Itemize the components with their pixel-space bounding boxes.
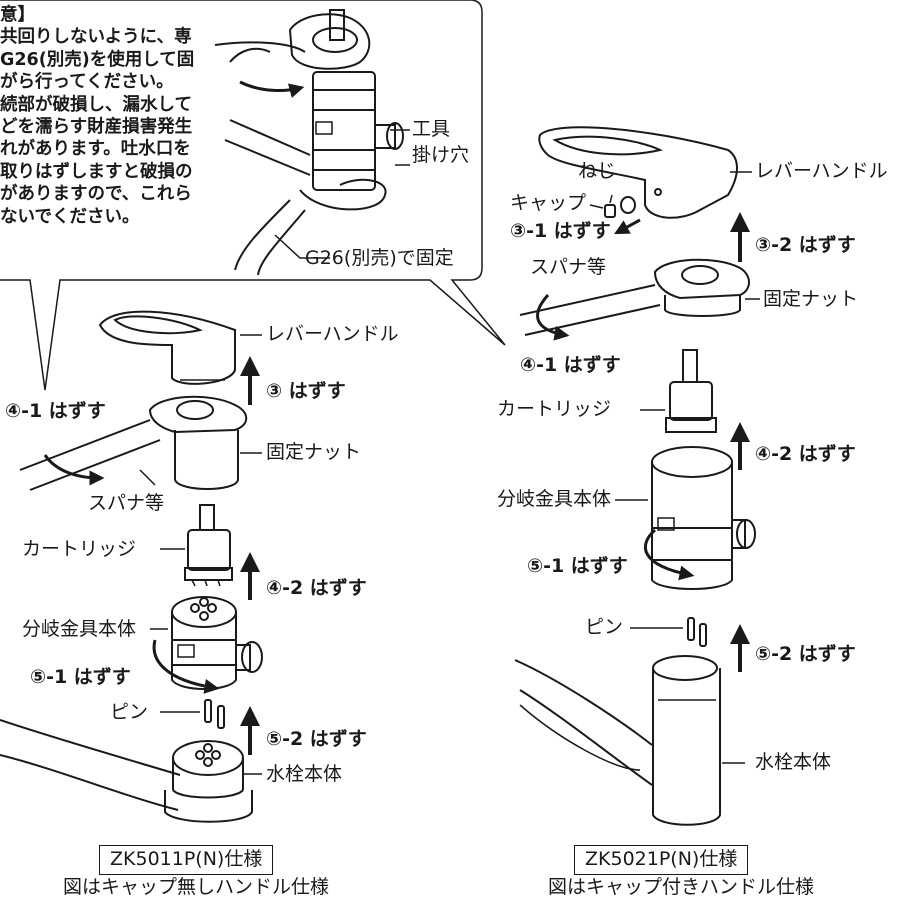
right-step4-2-label: ④-2 はずす xyxy=(755,443,856,465)
left-faucet-body xyxy=(0,719,253,823)
right-screw-and-cap xyxy=(589,194,641,235)
right-wrench-and-nut xyxy=(519,258,750,341)
left-pin-label: ピン xyxy=(110,701,149,723)
right-fixed-nut-label: 固定ナット xyxy=(763,288,859,310)
tool-hole-label: 工具 xyxy=(412,118,451,140)
warning-line: ないでください。 xyxy=(0,206,140,227)
left-step3-label: ③ はずす xyxy=(266,380,346,402)
detail-illustration xyxy=(214,9,410,276)
left-cartridge xyxy=(184,504,233,587)
left-spanner-label: スパナ等 xyxy=(88,492,165,514)
warning-line: がら行ってください。 xyxy=(0,72,174,93)
right-spanner-label: スパナ等 xyxy=(530,256,607,278)
warning-line: 続部が破損し、漏水して xyxy=(0,94,192,115)
right-cap-label: キャップ xyxy=(510,192,587,214)
left-step4-2-label: ④-2 はずす xyxy=(266,577,367,599)
warning-line: れがあります。吐水口を xyxy=(0,139,191,160)
left-lever-handle-label: レバーハンドル xyxy=(266,323,399,345)
right-cartridge-label: カートリッジ xyxy=(497,398,612,420)
left-fixed-nut-label: 固定ナット xyxy=(266,441,362,463)
right-branch-body xyxy=(644,446,756,590)
warning-line: 取りはずしますと破損の xyxy=(0,161,193,182)
left-pins xyxy=(204,699,225,729)
right-model-box: ZK5021P(N)仕様 xyxy=(574,845,749,875)
warning-line: がありますので、これら xyxy=(0,184,192,205)
warning-line: G26(別売)を使用して固 xyxy=(0,49,195,70)
g26-label: G26(別売)で固定 xyxy=(305,247,454,269)
right-step5-1-label: ⑤-1 はずす xyxy=(527,555,628,577)
right-step3-1-label: ③-1 はずす xyxy=(510,220,611,242)
warning-text: 意】 共回りしないように、専 G26(別売)を使用して固 がら行ってください。 … xyxy=(0,4,194,228)
left-step5-2-label: ⑤-2 はずす xyxy=(266,728,367,750)
right-step5-2-label: ⑤-2 はずす xyxy=(755,643,856,665)
left-branch-body xyxy=(152,596,263,694)
warning-line: 共回りしないように、専 xyxy=(0,27,192,48)
left-branch-body-label: 分岐金具本体 xyxy=(22,618,137,640)
left-step5-1-label: ⑤-1 はずす xyxy=(30,666,131,688)
right-caption: 図はキャップ付きハンドル仕様 xyxy=(548,876,815,898)
left-lever-handle xyxy=(98,310,236,385)
right-cartridge xyxy=(665,349,717,433)
detail-callout-frame xyxy=(0,0,506,391)
right-pins xyxy=(687,617,707,647)
right-screw-label: ねじ xyxy=(578,160,617,182)
warning-line: どを濡らす財産損害発生 xyxy=(0,117,193,138)
left-wrench-and-nut xyxy=(19,395,248,491)
left-cartridge-label: カートリッジ xyxy=(22,538,137,560)
left-model-box: ZK5011P(N)仕様 xyxy=(99,845,274,875)
left-step4-1-label: ④-1 はずす xyxy=(5,400,106,422)
warning-line: 意】 xyxy=(0,5,35,25)
left-caption: 図はキャップ無しハンドル仕様 xyxy=(63,876,330,898)
right-faucet-body xyxy=(514,655,721,826)
left-faucet-body-label: 水栓本体 xyxy=(266,763,343,785)
right-step3-2-label: ③-2 はずす xyxy=(755,234,856,256)
right-lever-handle xyxy=(538,126,738,219)
tool-hole-label-2: 掛け穴 xyxy=(412,144,470,166)
right-branch-body-label: 分岐金具本体 xyxy=(497,488,612,510)
right-pin-label: ピン xyxy=(585,616,624,638)
right-lever-handle-label: レバーハンドル xyxy=(755,160,888,182)
right-step4-1-label: ④-1 はずす xyxy=(520,354,621,376)
right-faucet-body-label: 水栓本体 xyxy=(755,751,832,773)
